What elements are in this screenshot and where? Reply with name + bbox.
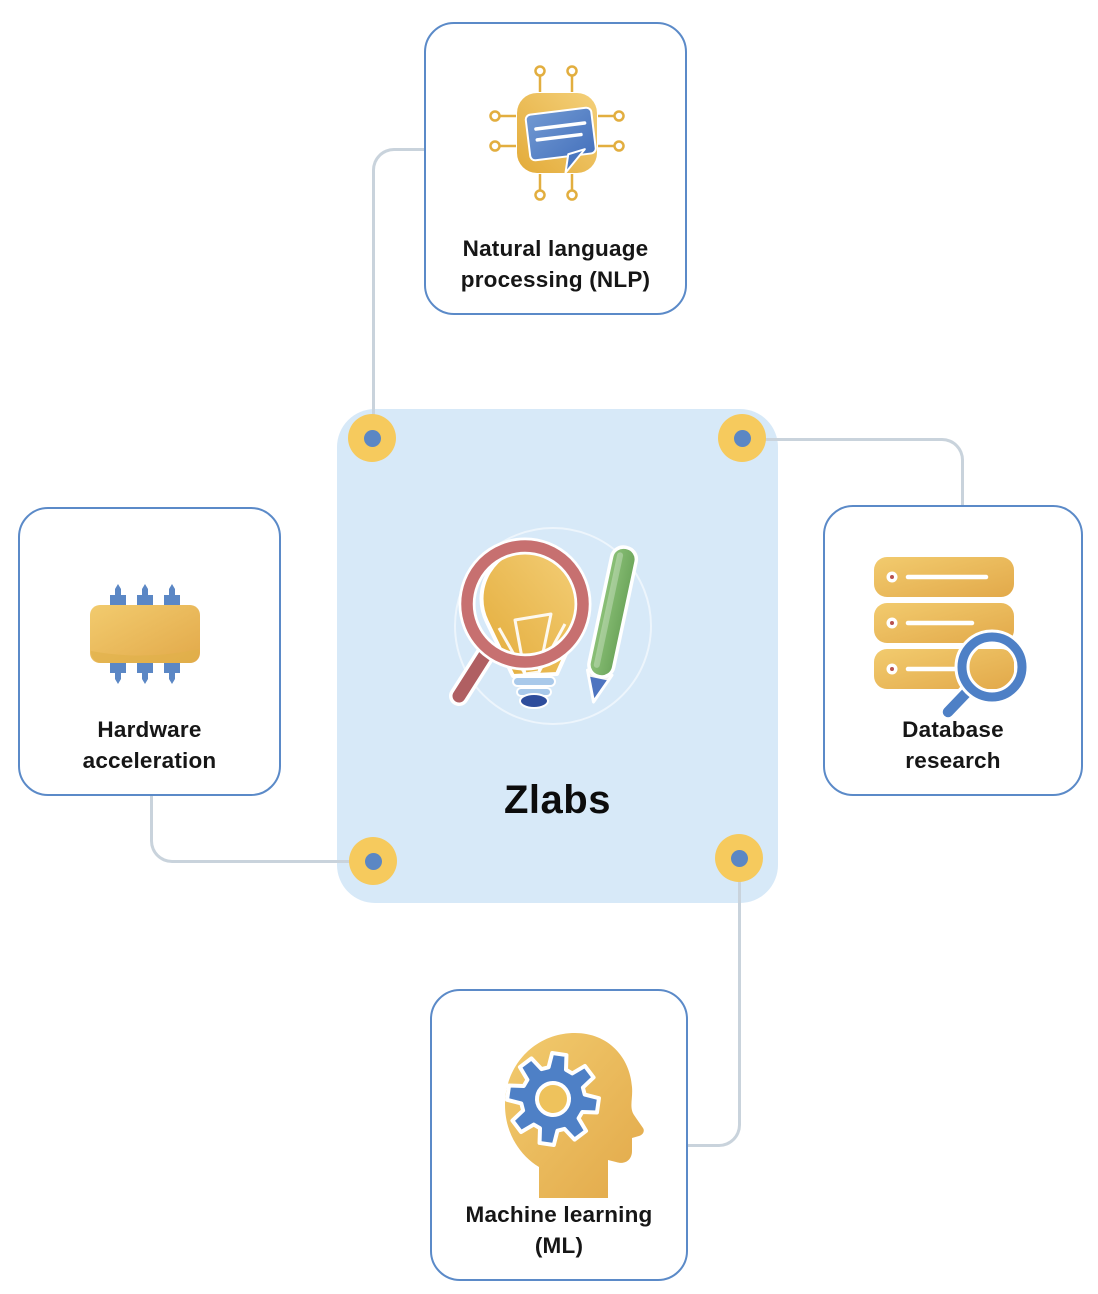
connector-dot-bottom-left bbox=[349, 837, 397, 885]
label-line: (ML) bbox=[534, 1233, 584, 1258]
connector-dot-top-right bbox=[718, 414, 766, 462]
label-line: Natural language bbox=[462, 236, 649, 261]
center-title: Zlabs bbox=[504, 778, 611, 822]
gear bbox=[505, 1051, 601, 1147]
processor-icon bbox=[90, 584, 200, 684]
node-card-ml: Machine learning (ML) bbox=[430, 989, 688, 1281]
head-gear-icon bbox=[505, 1033, 644, 1198]
server-search-icon bbox=[874, 557, 1030, 719]
connector-nlp bbox=[372, 148, 425, 438]
chip-chat-icon bbox=[489, 65, 625, 201]
dot-center bbox=[733, 429, 751, 447]
connector-hardware bbox=[150, 794, 373, 863]
connector-dot-top-left bbox=[348, 414, 396, 462]
node-card-nlp: Natural language processing (NLP) bbox=[424, 22, 687, 315]
magnifier-bulb-pencil-icon bbox=[449, 527, 652, 725]
connector-dot-bottom-right bbox=[715, 834, 763, 882]
dot-center bbox=[730, 849, 748, 867]
label-line: research bbox=[905, 748, 1001, 773]
node-label-database: Database research bbox=[825, 714, 1081, 776]
connector-ml bbox=[688, 858, 741, 1147]
label-line: acceleration bbox=[82, 748, 217, 773]
label-line: Machine learning bbox=[465, 1202, 653, 1227]
dot-center bbox=[363, 429, 381, 447]
node-label-nlp: Natural language processing (NLP) bbox=[426, 233, 685, 295]
connector-database bbox=[742, 438, 964, 507]
node-label-ml: Machine learning (ML) bbox=[432, 1199, 686, 1261]
node-card-hardware: Hardware acceleration bbox=[18, 507, 281, 796]
dot-center bbox=[364, 852, 382, 870]
magnifier bbox=[939, 629, 1030, 719]
node-label-hardware: Hardware acceleration bbox=[20, 714, 279, 776]
label-line: Hardware bbox=[97, 717, 202, 742]
magnifier bbox=[449, 537, 592, 706]
label-line: processing (NLP) bbox=[460, 267, 651, 292]
pencil bbox=[586, 545, 639, 704]
node-card-database: Database research bbox=[823, 505, 1083, 796]
label-line: Database bbox=[902, 717, 1004, 742]
